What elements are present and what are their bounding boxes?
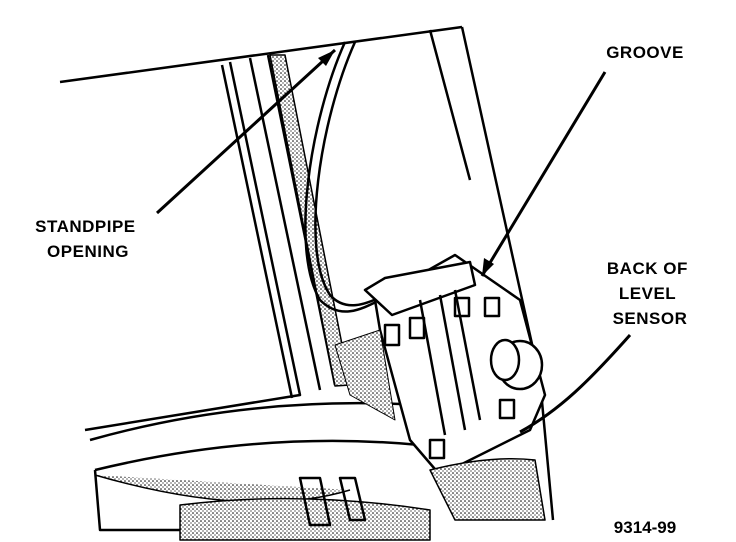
- sensor-leader: [519, 334, 632, 434]
- leader-lines: [155, 48, 632, 434]
- sensor-label-line-2: LEVEL: [619, 284, 676, 303]
- groove-leader: [480, 71, 607, 277]
- groove-arrowhead: [482, 258, 494, 276]
- tank-illustration: [59, 25, 555, 541]
- standpipe-leader: [155, 48, 337, 215]
- standpipe-label-line-1: STANDPIPE: [35, 217, 136, 236]
- back-of-level-sensor-label: BACK OF LEVEL SENSOR: [607, 259, 693, 328]
- figure-id: 9314-99: [614, 518, 676, 537]
- groove-label: GROOVE: [606, 43, 684, 62]
- standpipe-label-line-2: OPENING: [47, 242, 129, 261]
- sensor-label-line-1: BACK OF: [607, 259, 688, 278]
- standpipe-arrowhead: [318, 50, 335, 66]
- sensor-label-line-3: SENSOR: [613, 309, 688, 328]
- standpipe-opening-label: STANDPIPE OPENING: [35, 217, 141, 261]
